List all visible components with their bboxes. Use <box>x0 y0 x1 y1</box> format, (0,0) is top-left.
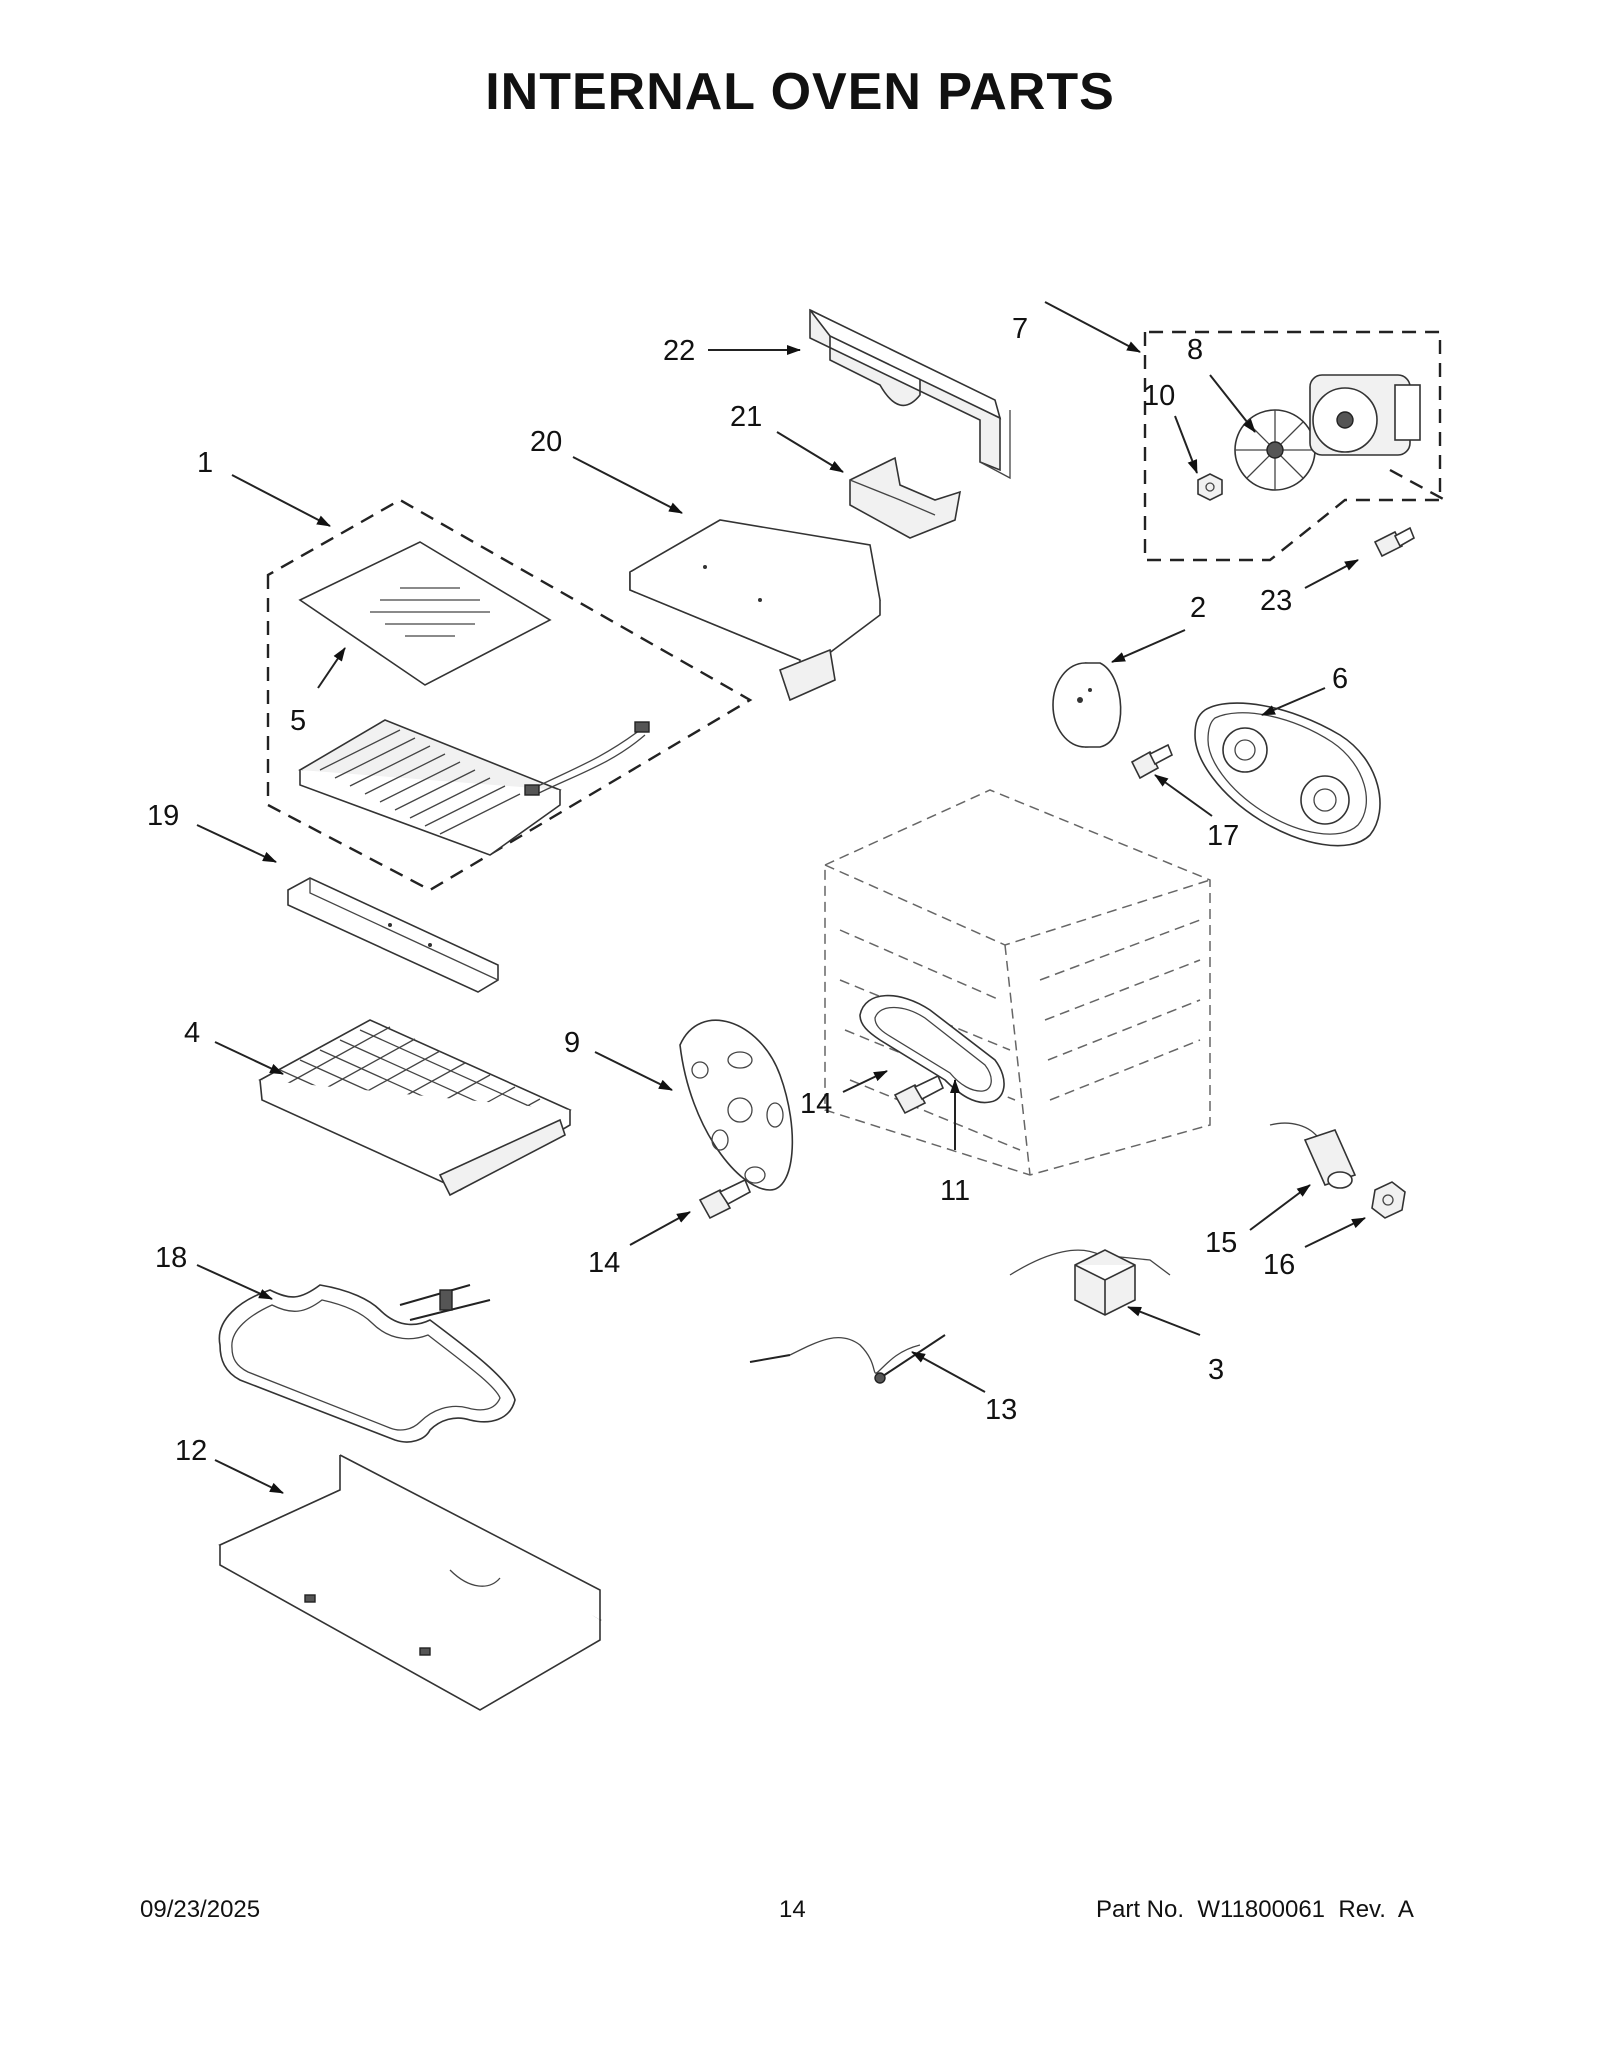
part-13-meat-probe <box>749 1334 946 1384</box>
callout-14-lower: 14 <box>588 1247 620 1279</box>
part-7-motor <box>1309 374 1421 456</box>
oven-cavity <box>824 789 1211 1176</box>
part-20-top-panel <box>629 519 881 702</box>
callout-2: 2 <box>1190 592 1206 624</box>
callout-16: 16 <box>1263 1249 1295 1281</box>
part-7-convection-motor-assembly <box>1143 330 1446 562</box>
part-12-bottom-tray <box>218 1454 602 1711</box>
part-5-insulation-sheet <box>298 541 552 686</box>
part-15-sensor <box>1269 1122 1357 1189</box>
part-3-probe-module <box>1009 1249 1171 1316</box>
footer-part-number: Part No. W11800061 Rev. A <box>1096 1896 1414 1923</box>
callout-17: 17 <box>1207 820 1239 852</box>
callout-5: 5 <box>290 705 306 737</box>
callout-6: 6 <box>1332 663 1348 695</box>
callout-1: 1 <box>197 447 213 479</box>
part-16-nut <box>1371 1181 1406 1219</box>
part-6-fan-cover <box>1194 702 1381 847</box>
callout-19: 19 <box>147 800 179 832</box>
callout-10: 10 <box>1143 380 1175 412</box>
callout-11: 11 <box>940 1175 970 1207</box>
callout-13: 13 <box>985 1394 1017 1426</box>
callout-12: 12 <box>175 1435 207 1467</box>
part-14-screw-upper <box>893 1074 945 1115</box>
part-4-oven-rack <box>258 1019 572 1197</box>
part-21-bracket <box>849 456 962 539</box>
callout-15: 15 <box>1205 1227 1237 1259</box>
footer-page-number: 14 <box>779 1896 806 1923</box>
part-11-convection-element <box>859 994 1005 1104</box>
part-17-screw <box>1130 743 1174 780</box>
callout-18: 18 <box>155 1242 187 1274</box>
callout-8: 8 <box>1187 334 1203 366</box>
part-9-back-plate <box>679 1019 794 1191</box>
page-title: INTERNAL OVEN PARTS <box>485 63 1115 121</box>
callout-14-upper: 14 <box>800 1088 832 1120</box>
callout-21: 21 <box>730 401 762 433</box>
callout-20: 20 <box>530 426 562 458</box>
part-23-screw <box>1373 526 1416 558</box>
callout-7: 7 <box>1012 313 1028 345</box>
part-14-screw-lower <box>698 1178 752 1220</box>
callout-4: 4 <box>184 1017 200 1049</box>
part-1-heating-element <box>298 719 650 856</box>
part-22-bracket <box>809 308 1011 480</box>
part-2-disc <box>1052 662 1122 748</box>
footer-date: 09/23/2025 <box>140 1896 261 1923</box>
part-1-element-assembly <box>266 498 753 892</box>
callout-labels: 1 2 3 4 5 6 7 8 9 10 11 12 13 14 14 15 1… <box>147 313 1348 1467</box>
leader-arrows <box>196 301 1366 1494</box>
callout-3: 3 <box>1208 1354 1224 1386</box>
part-10-nut <box>1197 473 1223 501</box>
callout-9: 9 <box>564 1027 580 1059</box>
callout-23: 23 <box>1260 585 1292 617</box>
part-18-broil-element <box>218 1284 516 1443</box>
callout-22: 22 <box>663 335 695 367</box>
part-19-front-strip <box>287 877 499 993</box>
